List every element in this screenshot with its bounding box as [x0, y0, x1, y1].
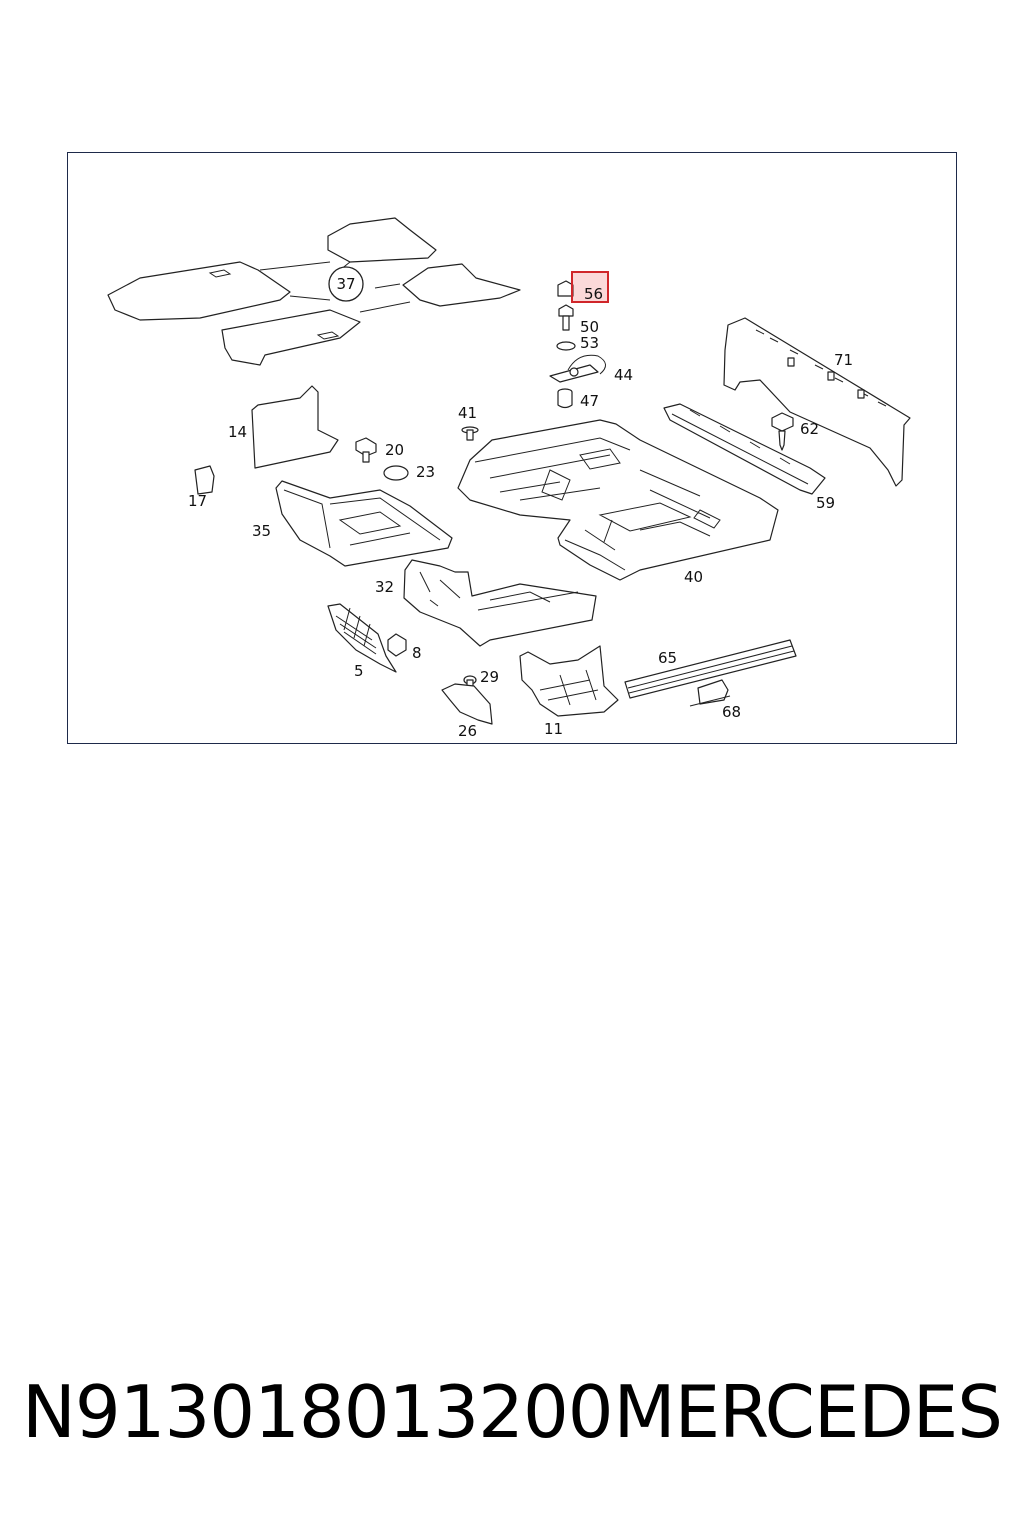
callout-32[interactable]: 32	[375, 578, 394, 596]
side-panel-14-part[interactable]	[251, 385, 339, 469]
callout-17[interactable]: 17	[188, 492, 207, 510]
callout-20[interactable]: 20	[385, 441, 404, 459]
bracket-26-part[interactable]	[441, 683, 493, 725]
floor-mats-part[interactable]	[107, 217, 521, 366]
callout-71[interactable]: 71	[834, 351, 853, 369]
callout-68[interactable]: 68	[722, 703, 741, 721]
callout-37[interactable]: 37	[336, 275, 355, 293]
tie-down-ring-part[interactable]	[549, 354, 606, 383]
brand-name: MERCEDES	[613, 1370, 1003, 1454]
screw-20-part[interactable]	[355, 437, 377, 463]
callout-56[interactable]: 56	[584, 285, 603, 303]
rear-side-panel-part[interactable]	[723, 317, 911, 487]
callout-62[interactable]: 62	[800, 420, 819, 438]
callout-37-circle	[328, 266, 364, 302]
callout-47[interactable]: 47	[580, 392, 599, 410]
bolt-part[interactable]	[558, 304, 574, 331]
floor-pan-40-part[interactable]	[457, 419, 779, 581]
washer-part[interactable]	[556, 341, 576, 351]
side-rail-59-part[interactable]	[663, 403, 826, 495]
callout-5[interactable]: 5	[354, 662, 364, 680]
screw-62-part[interactable]	[771, 412, 794, 451]
nut-8-part[interactable]	[387, 633, 407, 657]
callout-14[interactable]: 14	[228, 423, 247, 441]
parts-diagram: 37 56 50 53 44 47 71 41 14	[107, 217, 911, 740]
callout-65[interactable]: 65	[658, 649, 677, 667]
bracket-17-part[interactable]	[194, 465, 215, 495]
part-number: N913018013200	[22, 1370, 614, 1454]
reinforcement-11-part[interactable]	[519, 645, 619, 717]
plug-23-part[interactable]	[383, 465, 409, 481]
callout-8[interactable]: 8	[412, 644, 422, 662]
nut-part[interactable]	[557, 280, 574, 297]
tunnel-section-32-part[interactable]	[403, 559, 597, 647]
clip-41-part[interactable]	[461, 426, 479, 441]
footer: N913018013200 MERCEDES	[0, 1370, 1024, 1480]
callout-41[interactable]: 41	[458, 404, 477, 422]
callout-11[interactable]: 11	[544, 720, 563, 738]
callout-26[interactable]: 26	[458, 722, 477, 740]
highlight-box-56	[571, 271, 609, 303]
callout-29[interactable]: 29	[480, 668, 499, 686]
spacer-part[interactable]	[557, 388, 573, 409]
callout-59[interactable]: 59	[816, 494, 835, 512]
clip-29-part[interactable]	[463, 675, 477, 689]
callout-53[interactable]: 53	[580, 334, 599, 352]
callout-50[interactable]: 50	[580, 318, 599, 336]
sill-rail-65-part[interactable]	[624, 639, 797, 699]
callout-44[interactable]: 44	[614, 366, 633, 384]
front-floor-35-part[interactable]	[275, 480, 453, 567]
grille-plate-5-part[interactable]	[327, 603, 397, 673]
callout-40[interactable]: 40	[684, 568, 703, 586]
callout-35[interactable]: 35	[252, 522, 271, 540]
callout-23[interactable]: 23	[416, 463, 435, 481]
jack-mount-68-part[interactable]	[689, 679, 731, 707]
